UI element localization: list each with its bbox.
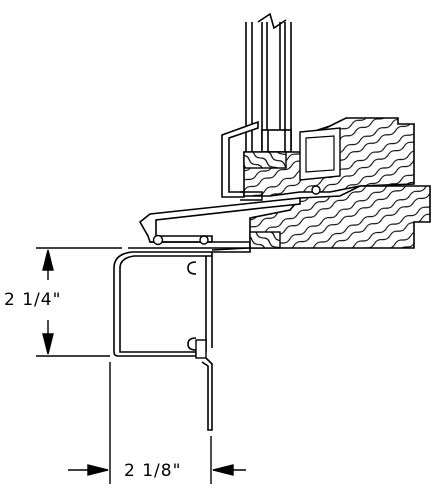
drip-flashing (201, 357, 213, 431)
break-line-symbol (257, 12, 287, 30)
vertical-dimension (36, 247, 122, 357)
vertical-dimension-label: 2 1/4" (4, 290, 61, 310)
clip-upper (187, 261, 197, 275)
weatherstrip-bulb (311, 185, 321, 195)
horizontal-dimension (68, 362, 246, 484)
glazing-bead (221, 120, 259, 198)
glass-unit (245, 22, 292, 158)
horizontal-dimension-label: 2 1/8" (124, 461, 181, 481)
clip-lower (187, 337, 197, 351)
subsill-extension (113, 247, 251, 357)
